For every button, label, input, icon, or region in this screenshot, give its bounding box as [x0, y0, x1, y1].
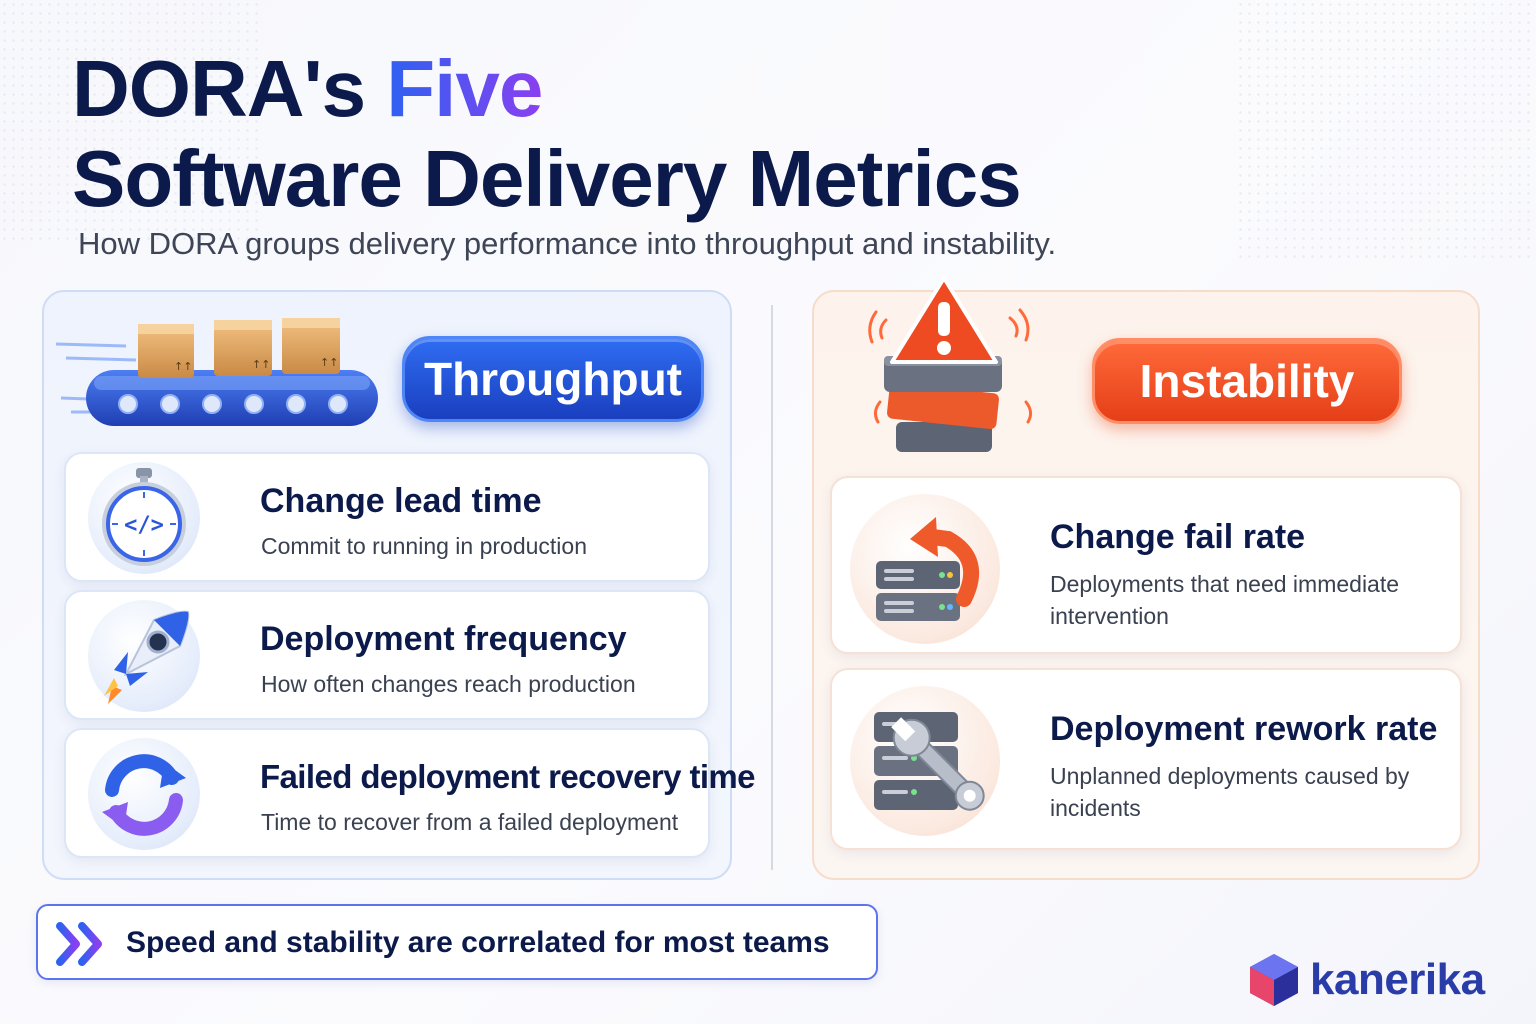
metric-description: How often changes reach production	[261, 671, 636, 697]
metric-card-deployment-rework-rate: Deployment rework rate Unplanned deploym…	[830, 668, 1462, 850]
throughput-label: Throughput	[402, 336, 704, 422]
page-title: DORA's Five Software Delivery Metrics	[72, 44, 1022, 223]
svg-text:↑↑: ↑↑	[320, 356, 338, 369]
instability-label: Instability	[1092, 338, 1402, 424]
conveyor-belt-icon: ↑↑ ↑↑ ↑↑	[56, 318, 378, 426]
page-subtitle: How DORA groups delivery performance int…	[78, 226, 1057, 261]
rocket-icon	[88, 600, 200, 712]
title-accent: Five	[386, 44, 543, 133]
metric-title: Change lead time	[260, 482, 542, 520]
metric-description: Unplanned deployments caused by incident…	[1050, 763, 1410, 821]
refresh-cycle-icon	[88, 738, 200, 850]
metric-card-change-lead-time: </> Change lead time Commit to running i…	[64, 452, 710, 582]
metric-title: Change fail rate	[1050, 518, 1306, 556]
server-wrench-icon	[850, 686, 1000, 836]
metric-description: Commit to running in production	[261, 533, 587, 559]
callout-banner: Speed and stability are correlated for m…	[36, 904, 878, 980]
panel-divider	[771, 305, 773, 870]
dot-pattern-right	[1236, 0, 1536, 260]
metric-card-failed-deployment-recovery-time: Failed deployment recovery time Time to …	[64, 728, 756, 858]
brand-logo: kanerika	[1248, 950, 1485, 1010]
svg-text:↑↑: ↑↑	[252, 358, 270, 371]
metric-description: Time to recover from a failed deployment	[261, 809, 679, 835]
callout-text: Speed and stability are correlated for m…	[126, 926, 830, 959]
kanerika-logo-icon	[1250, 954, 1298, 1006]
warning-blocks-icon	[868, 276, 1033, 452]
svg-text:</>: </>	[124, 513, 164, 538]
metric-title: Deployment frequency	[260, 620, 627, 658]
metric-card-deployment-frequency: Deployment frequency How often changes r…	[64, 590, 710, 720]
metric-title: Deployment rework rate	[1050, 710, 1438, 748]
metric-description: Deployments that need immediate interven…	[1050, 571, 1400, 629]
double-chevron-right-icon	[56, 922, 102, 966]
stopwatch-code-icon: </>	[88, 462, 200, 574]
server-rollback-icon	[850, 494, 1000, 644]
dot-pattern-left	[0, 0, 260, 240]
metric-card-change-fail-rate: Change fail rate Deployments that need i…	[830, 476, 1462, 654]
metric-title: Failed deployment recovery time	[260, 758, 756, 795]
brand-name: kanerika	[1310, 955, 1485, 1004]
svg-text:↑↑: ↑↑	[174, 360, 192, 373]
